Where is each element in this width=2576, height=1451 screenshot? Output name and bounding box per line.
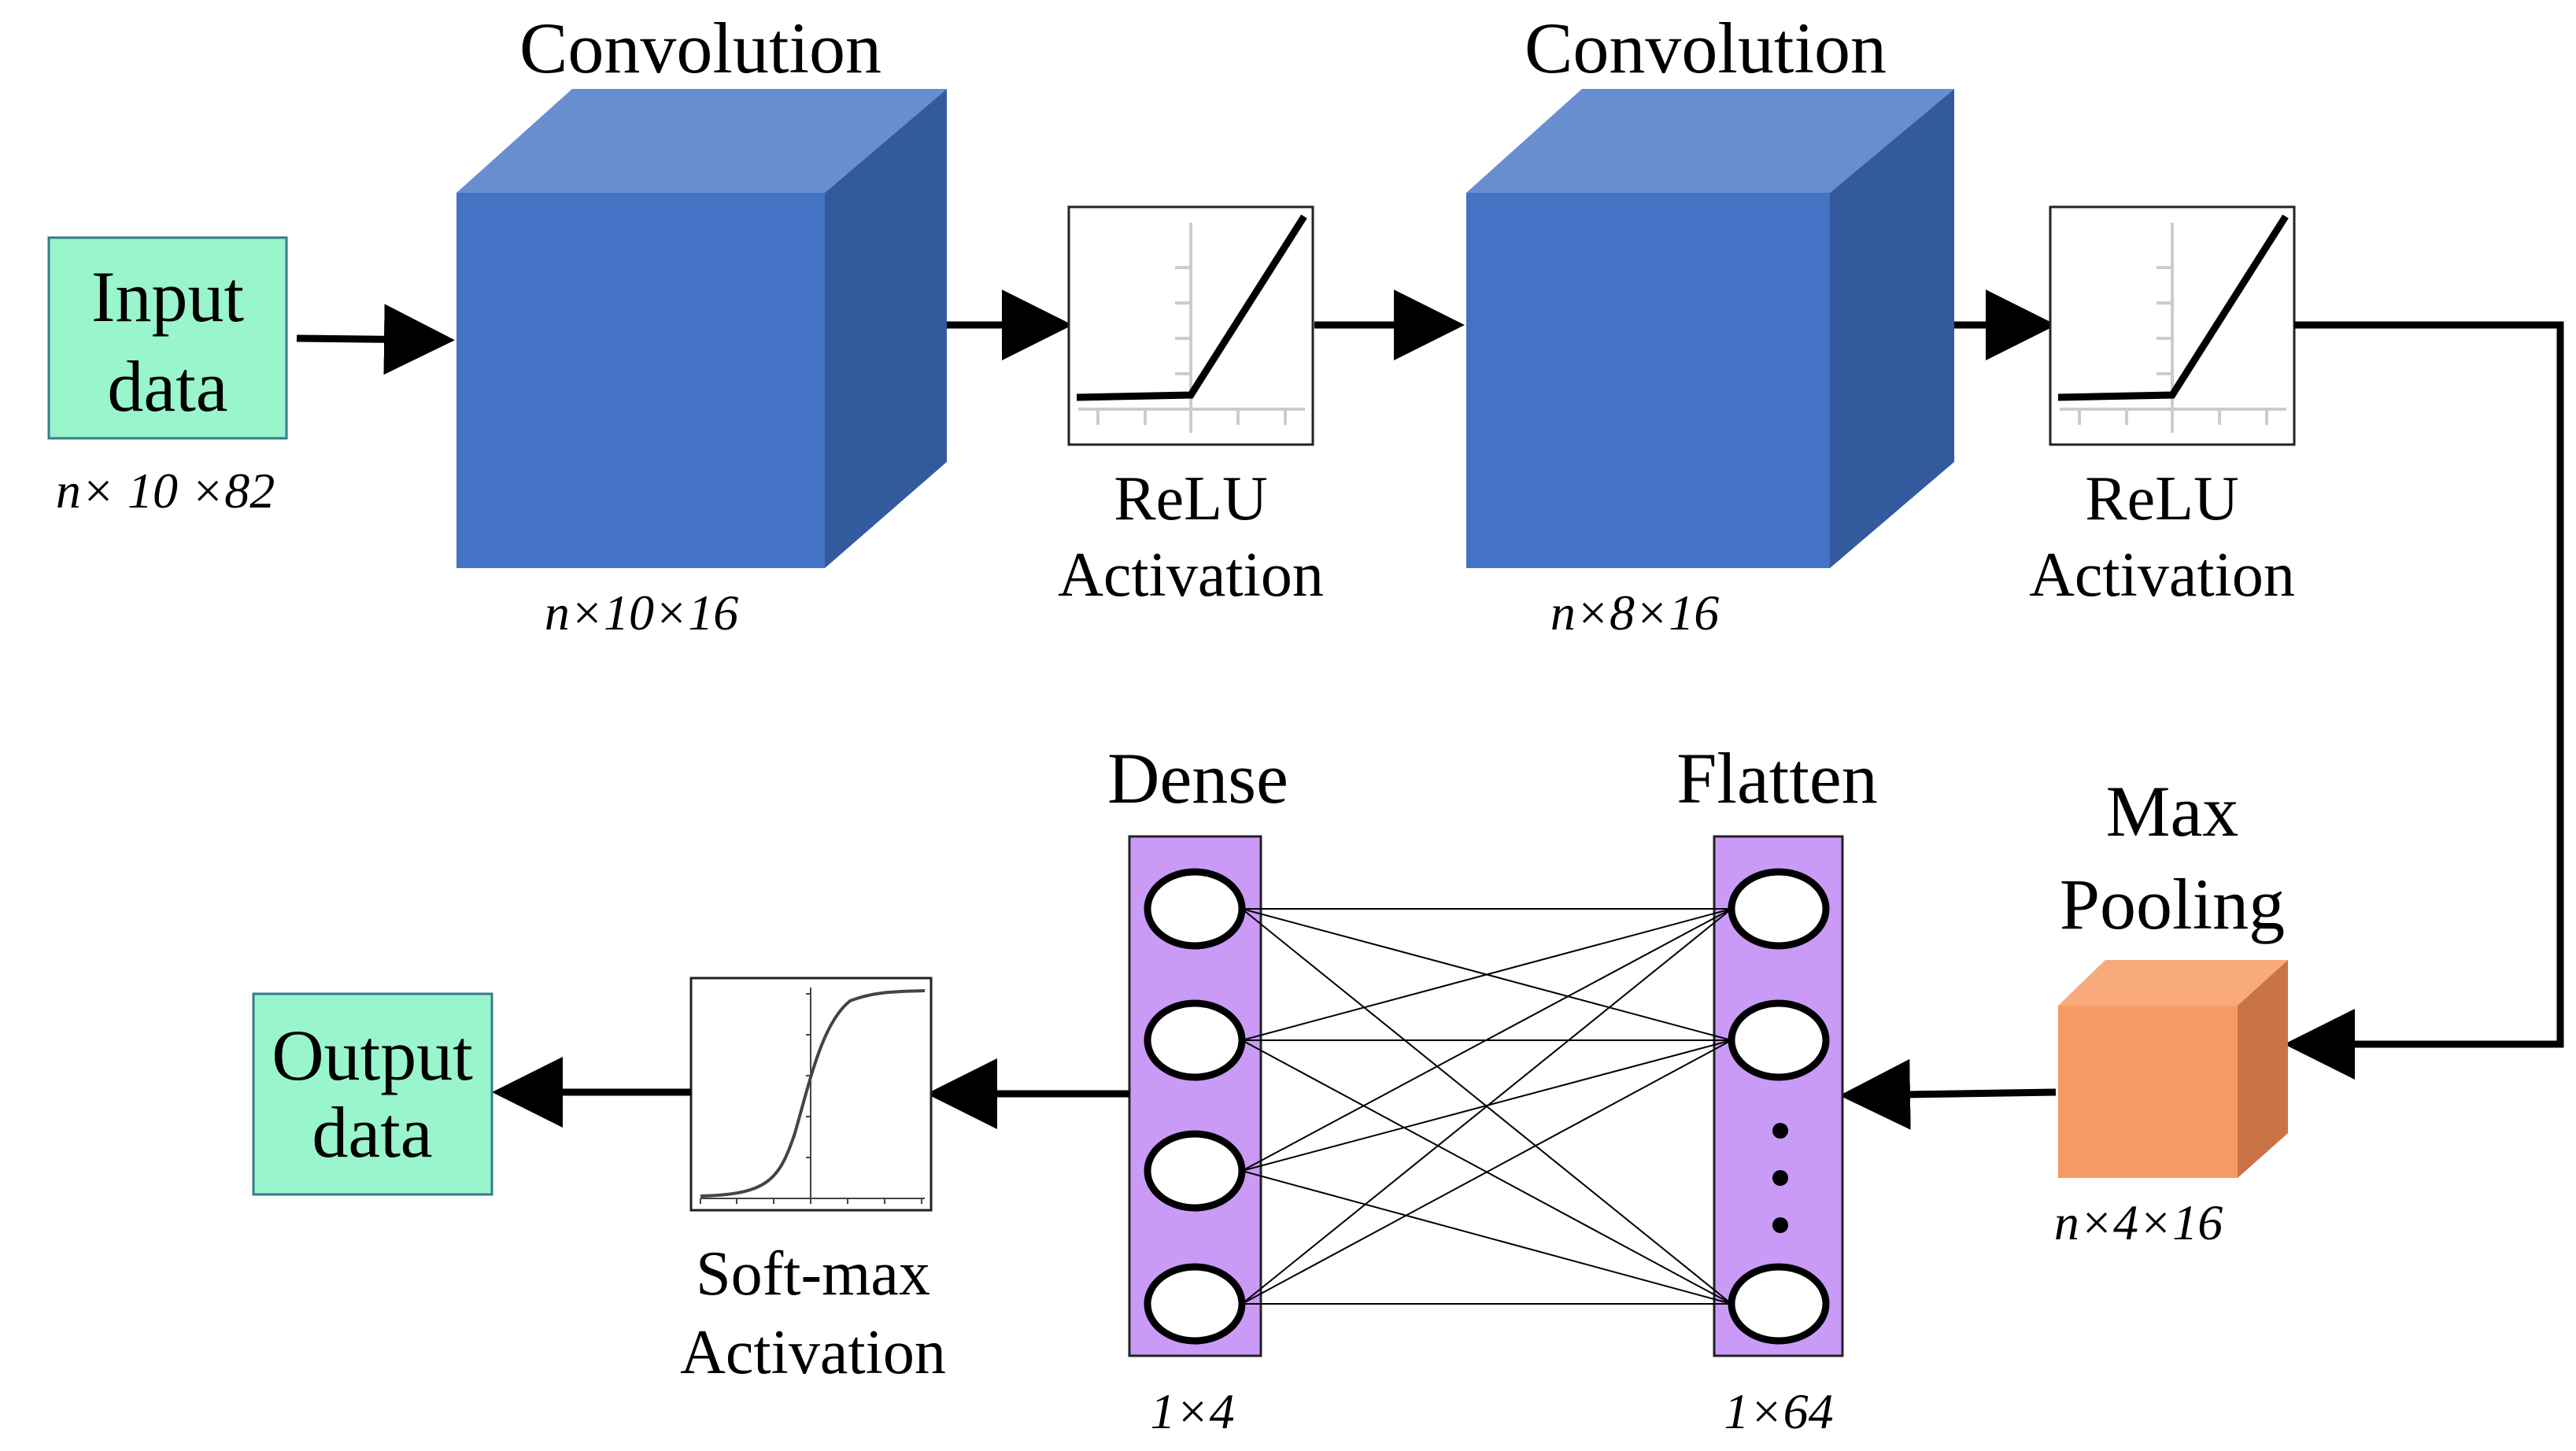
dense-node (1144, 1130, 1246, 1212)
output-data-box: Output data (252, 992, 493, 1196)
input-data-box: Input data (47, 236, 288, 440)
softmax-label-line2: Activation (680, 1318, 946, 1387)
relu2-box (2049, 205, 2296, 446)
relu1-box (1067, 205, 1314, 446)
conv2-cube (1466, 89, 1954, 568)
relu2-label-line1: ReLU (2085, 464, 2239, 534)
maxpool-cube (2058, 960, 2288, 1178)
maxpool-label-line2: Pooling (2060, 864, 2285, 944)
relu-graph-icon (2057, 214, 2289, 433)
relu2-label-line2: Activation (2029, 541, 2295, 610)
conv1-dims: n×10×16 (545, 585, 738, 641)
relu1-label-line1: ReLU (1114, 464, 1268, 534)
left-arrow-icon (1839, 1058, 2057, 1130)
maxpool-dims: n×4×16 (2054, 1194, 2223, 1250)
flatten-node (1728, 1263, 1830, 1345)
dense-node (1144, 1263, 1246, 1345)
maxpool-label-line1: Max (2106, 771, 2239, 851)
ellipsis-dots (1772, 1123, 1788, 1233)
flatten-node (1728, 868, 1830, 950)
softmax-box (689, 977, 933, 1212)
conv1-cube (456, 89, 947, 568)
dense-title: Dense (1107, 738, 1288, 818)
relu-graph-icon (1076, 214, 1307, 433)
dense-node (1144, 999, 1246, 1081)
connector-arrow (2284, 321, 2564, 1080)
dense-dims: 1×4 (1150, 1383, 1234, 1439)
input-dims: n× 10 ×82 (56, 463, 275, 519)
sigmoid-graph-icon (700, 988, 926, 1204)
softmax-label-line1: Soft-max (696, 1239, 930, 1309)
layer-connections (1241, 908, 1732, 1305)
output-label-line1: Output (272, 1015, 473, 1095)
input-label-line2: data (107, 346, 227, 426)
output-label-line2: data (312, 1092, 432, 1172)
input-label-line1: Input (91, 257, 245, 337)
flatten-dims: 1×64 (1724, 1383, 1833, 1439)
conv2-dims: n×8×16 (1550, 585, 1719, 641)
flatten-node (1728, 999, 1830, 1081)
dense-node (1144, 868, 1246, 950)
right-arrow-icon (296, 304, 455, 375)
conv2-title: Convolution (1525, 8, 1887, 88)
flatten-title: Flatten (1676, 738, 1878, 818)
conv1-title: Convolution (519, 8, 881, 88)
relu1-label-line2: Activation (1058, 541, 1324, 610)
